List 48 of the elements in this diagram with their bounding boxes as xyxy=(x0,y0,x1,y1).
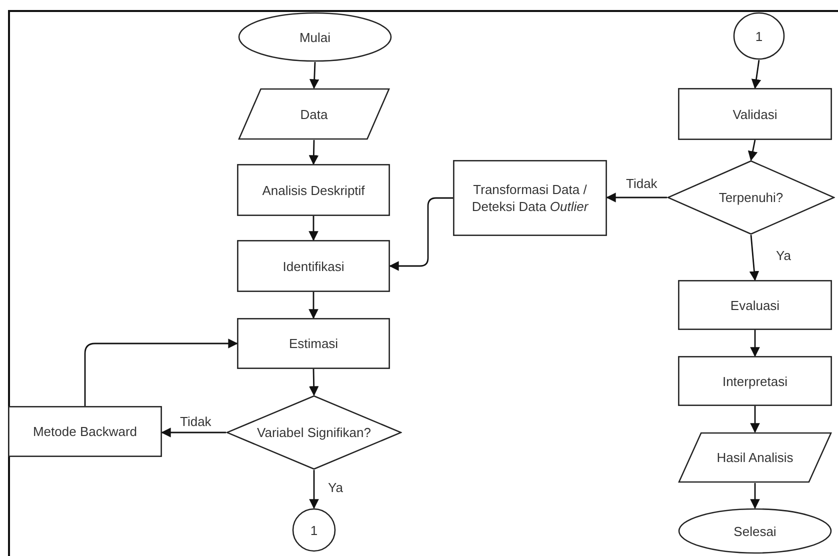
node-label: Metode Backward xyxy=(32,423,138,440)
data-parallelogram xyxy=(238,88,390,140)
arrow xyxy=(84,338,238,406)
process-box xyxy=(237,164,390,216)
data-parallelogram xyxy=(678,432,832,483)
connector-circle xyxy=(292,508,336,552)
process-box xyxy=(678,356,832,406)
node-label: Variabel Signifikan? xyxy=(256,424,372,441)
arrow xyxy=(750,330,760,357)
arrow xyxy=(750,483,760,509)
process-box xyxy=(8,406,162,457)
arrow xyxy=(309,470,319,509)
terminal-ellipse xyxy=(678,508,832,554)
arrow xyxy=(308,292,318,319)
node-label: Mulai xyxy=(298,28,332,46)
process-box xyxy=(237,240,390,292)
node-label: Data xyxy=(299,106,329,122)
node-label: Analisis Deskriptif xyxy=(261,182,366,198)
arrow xyxy=(749,234,760,281)
process-box xyxy=(678,280,832,330)
node-label: Identifikasi xyxy=(282,258,346,274)
arrow xyxy=(750,406,760,433)
node-label: Evaluasi xyxy=(729,296,781,314)
node-label: Estimasi xyxy=(288,335,340,352)
arrow xyxy=(751,60,762,89)
node-label: Interpretasi xyxy=(721,372,789,390)
arrow xyxy=(748,140,758,161)
decision-diamond xyxy=(667,160,835,235)
node-label: Terpenuhi? xyxy=(718,189,784,206)
arrow xyxy=(389,197,453,271)
arrow xyxy=(308,368,319,396)
process-box xyxy=(678,88,832,140)
arrow xyxy=(161,428,226,438)
decision-diamond xyxy=(226,395,402,470)
arrow xyxy=(308,140,319,165)
arrow xyxy=(606,192,667,202)
node-label: Selesai xyxy=(732,522,778,540)
node-label: Transformasi Data / Deteksi Data Outlier xyxy=(470,181,590,215)
node-label: 1 xyxy=(309,522,319,538)
terminal-ellipse xyxy=(238,12,392,62)
node-label: 1 xyxy=(754,28,764,44)
arrow xyxy=(308,216,318,241)
connector-circle xyxy=(733,12,785,60)
node-label: Hasil Analisis xyxy=(716,449,794,466)
process-box xyxy=(237,318,390,369)
arrow xyxy=(309,62,320,89)
node-label: Validasi xyxy=(732,106,778,122)
process-box xyxy=(453,160,607,236)
